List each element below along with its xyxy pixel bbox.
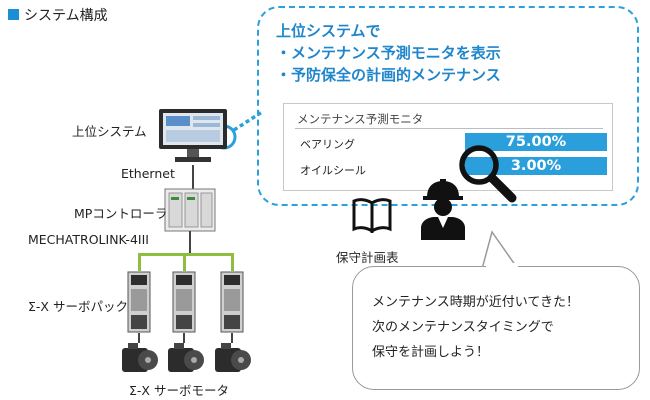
callout-line: ・メンテナンス予測モニタを表示 [276,42,501,64]
servopack-label: Σ-X サーボパック [28,296,128,315]
ethernet-label: Ethernet [121,166,175,181]
servopack-icon [127,271,151,333]
monitor-row-label: ベアリング [300,136,355,152]
servopack-icon [220,271,244,333]
servomotor-icon [120,342,158,374]
speech-bubble-joint [486,263,518,269]
monitor-row-label: オイルシール [300,162,366,178]
speech-text: メンテナンス時期が近付いてきた！ 次のメンテナンスタイミングで 保守を計画しよう… [372,290,579,365]
book-icon [352,197,392,233]
mp-controller-icon [164,188,216,232]
speech-line: メンテナンス時期が近付いてきた！ [372,290,579,315]
servomotor-icon [213,342,251,374]
speech-line: 保守を計画しよう！ [372,340,579,365]
bus-drop-1 [138,253,141,271]
host-pc-icon [157,107,229,167]
callout-text: 上位システムで ・メンテナンス予測モニタを表示 ・予防保全の計画的メンテナンス [276,20,501,86]
mp-controller-label: MPコントローラ [74,203,167,222]
callout-line: 上位システムで [276,20,501,42]
title-marker [8,9,19,20]
servomotor-icon [166,342,204,374]
monitor-title: メンテナンス予測モニタ [297,111,423,127]
monitor-divider [295,128,603,129]
callout-line: ・予防保全の計画的メンテナンス [276,64,501,86]
speech-line: 次のメンテナンスタイミングで [372,315,579,340]
engineer-icon [418,178,468,242]
controller-cable [189,231,191,255]
bus-drop-2 [183,253,186,271]
page-title: システム構成 [24,5,108,25]
maintenance-plan-label: 保守計画表 [336,247,399,266]
mechatrolink-bus [138,253,234,256]
servopack-icon [172,271,196,333]
servomotor-label: Σ-X サーボモータ [129,380,229,399]
host-system-label: 上位システム [72,121,147,140]
bus-drop-3 [231,253,234,271]
mechatrolink-label: MECHATROLINK-4III [28,232,149,247]
